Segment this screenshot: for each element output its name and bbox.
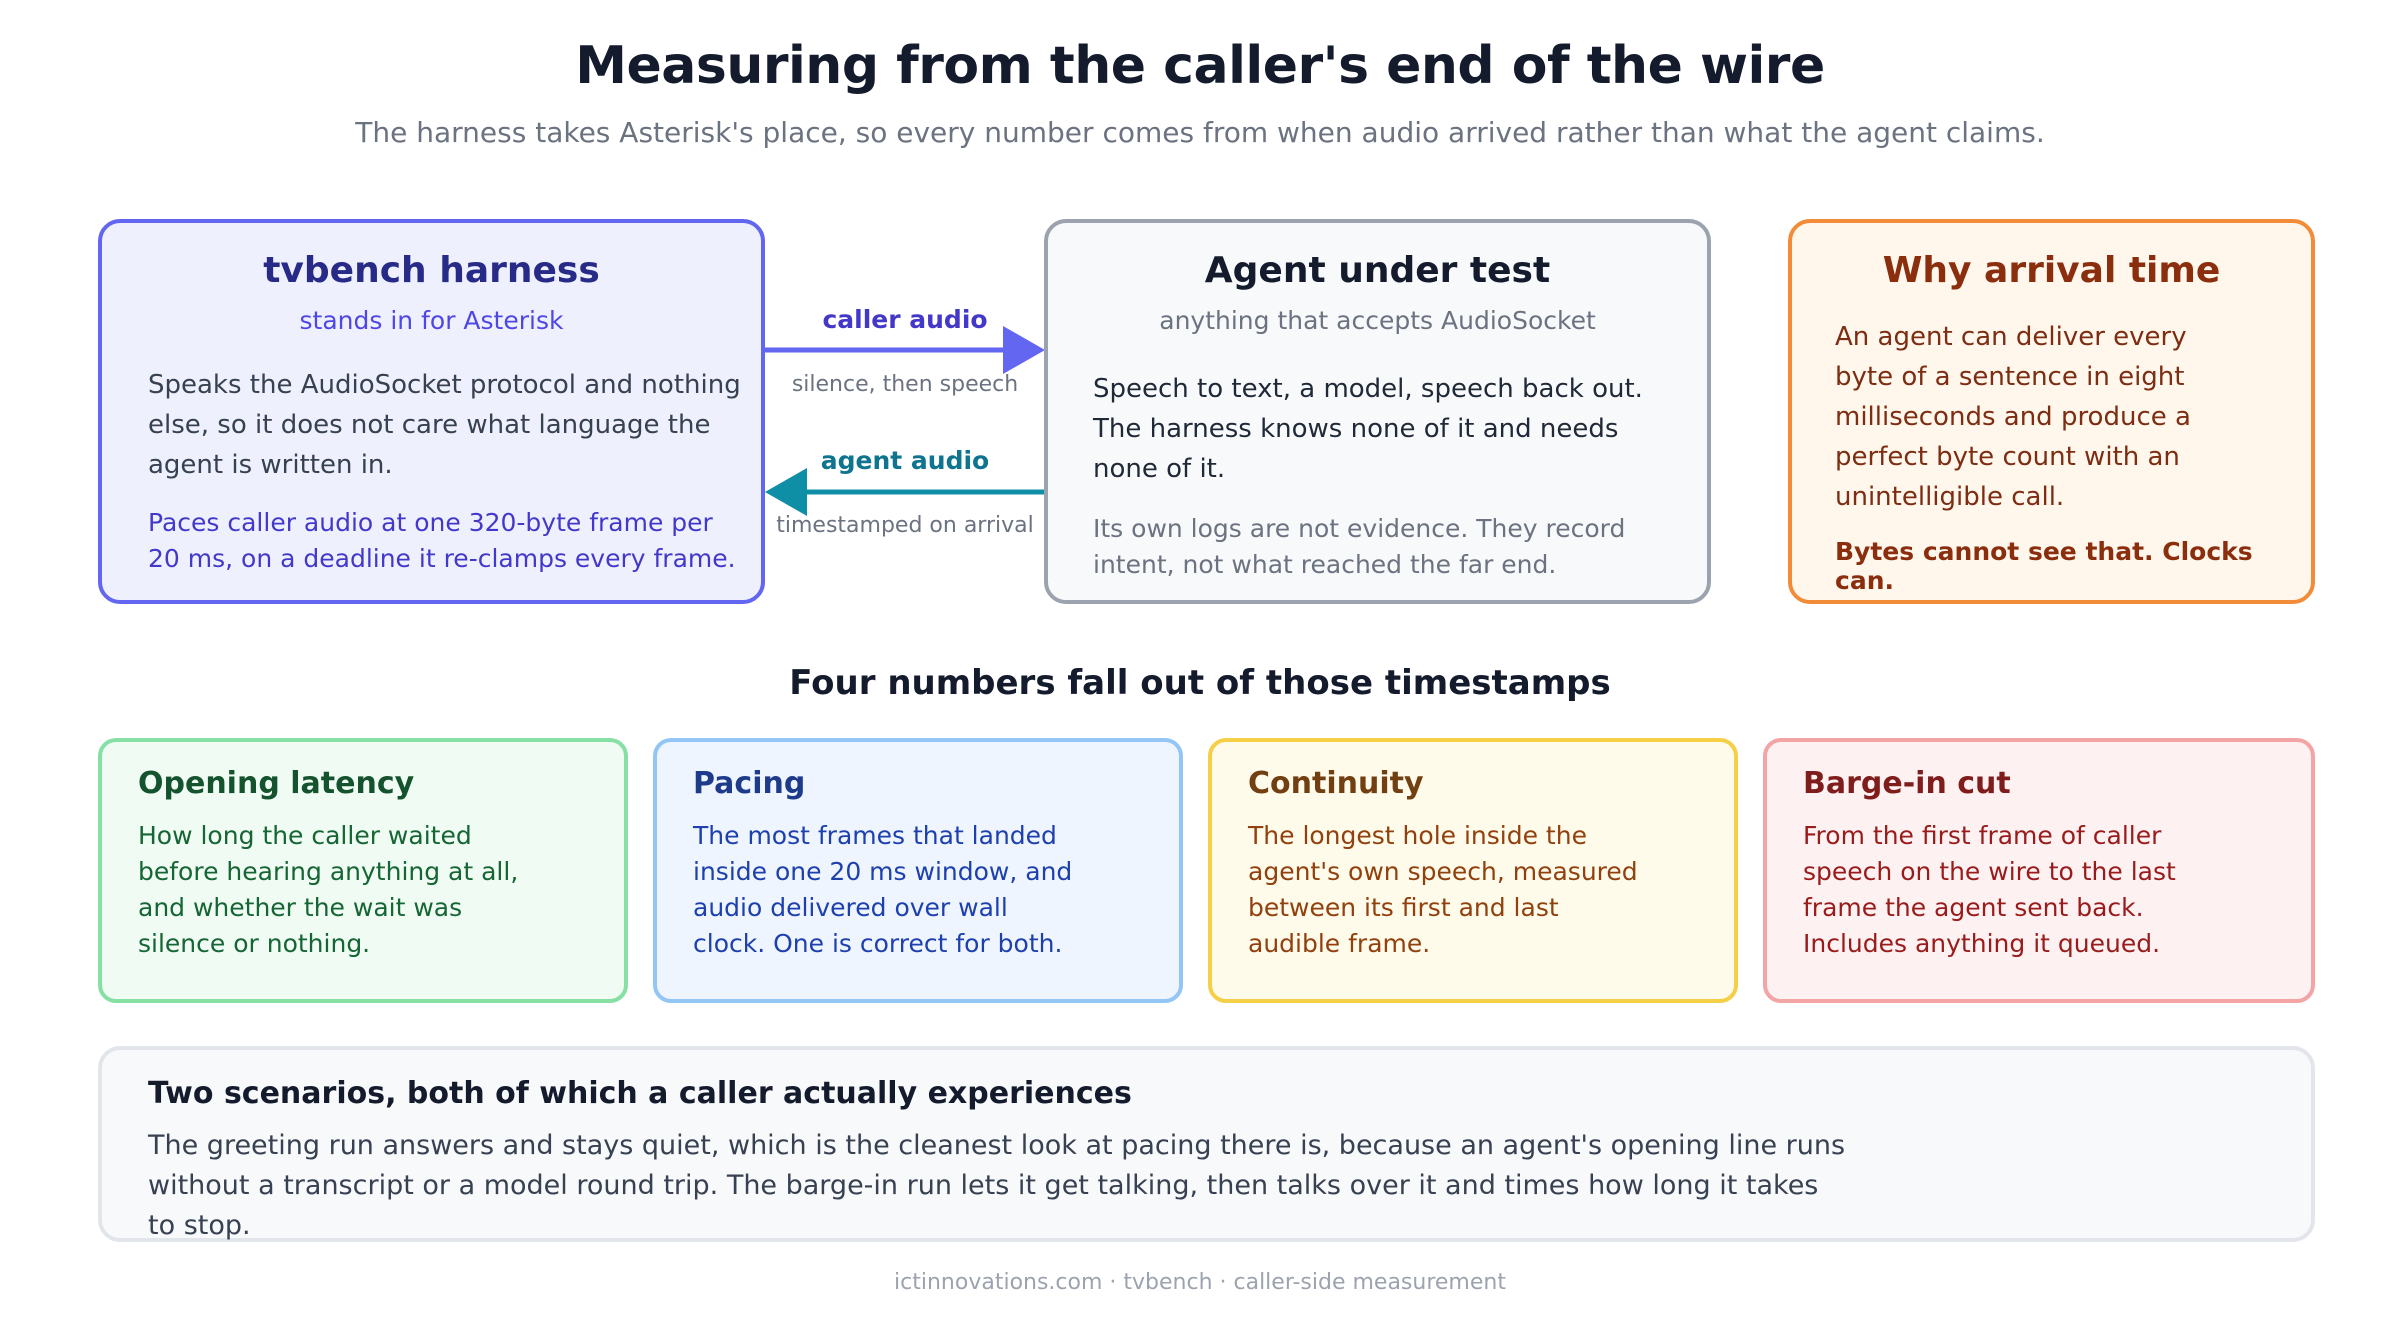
why-body: An agent can deliver every byte of a sen…	[1835, 317, 2295, 517]
why-body-line: perfect byte count with an	[1835, 442, 2180, 472]
caller-audio-arrowhead	[1003, 326, 1045, 374]
harness-body-line: else, so it does not care what language …	[148, 410, 711, 440]
metric-line: before hearing anything at all,	[138, 857, 519, 886]
metric-line: The longest hole inside the	[1248, 821, 1587, 850]
metric-body: How long the caller waited before hearin…	[138, 818, 608, 962]
metric-card-opening-latency: Opening latency How long the caller wait…	[98, 738, 628, 1003]
metric-body: The longest hole inside the agent's own …	[1248, 818, 1718, 962]
why-emphasis: Bytes cannot see that. Clocks can.	[1835, 537, 2253, 595]
metric-line: Includes anything it queued.	[1803, 929, 2161, 958]
page-title: Measuring from the caller's end of the w…	[575, 36, 1825, 96]
agent-body: Speech to text, a model, speech back out…	[1093, 369, 1693, 489]
metric-line: and whether the wait was	[138, 893, 463, 922]
scenario-box	[98, 1046, 2315, 1242]
agent-audio-sublabel: timestamped on arrival	[776, 513, 1034, 538]
harness-note-line: 20 ms, on a deadline it re-clamps every …	[148, 544, 736, 573]
metric-line: agent's own speech, measured	[1248, 857, 1638, 886]
agent-box	[1044, 219, 1711, 604]
footer: ictinnovations.com · tvbench · caller-si…	[894, 1270, 1506, 1295]
harness-box	[98, 219, 765, 604]
section-title: Four numbers fall out of those timestamp…	[789, 663, 1611, 703]
harness-note-line: Paces caller audio at one 320-byte frame…	[148, 508, 713, 537]
agent-subtitle: anything that accepts AudioSocket	[1159, 306, 1596, 335]
metric-line: inside one 20 ms window, and	[693, 857, 1073, 886]
metric-line: How long the caller waited	[138, 821, 472, 850]
metric-body: From the first frame of caller speech on…	[1803, 818, 2293, 962]
harness-body-line: agent is written in.	[148, 450, 393, 480]
metric-line: audible frame.	[1248, 929, 1431, 958]
agent-body-line: Speech to text, a model, speech back out…	[1093, 374, 1643, 404]
scenario-line: without a transcript or a model round tr…	[148, 1170, 1819, 1241]
agent-body-line: none of it.	[1093, 454, 1226, 484]
metric-line: audio delivered over wall	[693, 893, 1008, 922]
harness-body: Speaks the AudioSocket protocol and noth…	[148, 365, 748, 485]
metric-line: between its first and last	[1248, 893, 1559, 922]
metric-card-barge-in-cut: Barge-in cut From the first frame of cal…	[1763, 738, 2315, 1003]
why-body-line: unintelligible call.	[1835, 482, 2065, 512]
why-title: Why arrival time	[1882, 250, 2221, 291]
metric-line: frame the agent sent back.	[1803, 893, 2144, 922]
harness-title: tvbench harness	[263, 250, 600, 291]
metric-line: The most frames that landed	[693, 821, 1057, 850]
harness-body-line: Speaks the AudioSocket protocol and noth…	[148, 370, 741, 400]
scenario-line: The greeting run answers and stays quiet…	[148, 1130, 1846, 1161]
caller-audio-sublabel: silence, then speech	[791, 372, 1019, 397]
scenario-title: Two scenarios, both of which a caller ac…	[148, 1076, 1132, 1111]
metric-title: Pacing	[693, 766, 806, 801]
metric-title: Continuity	[1248, 766, 1424, 801]
harness-subtitle: stands in for Asterisk	[299, 306, 564, 335]
why-body-line: milliseconds and produce a	[1835, 402, 2191, 432]
why-body-line: An agent can deliver every	[1835, 322, 2187, 352]
harness-note: Paces caller audio at one 320-byte frame…	[148, 505, 748, 577]
metric-line: clock. One is correct for both.	[693, 929, 1063, 958]
page-subtitle: The harness takes Asterisk's place, so e…	[355, 116, 2045, 149]
why-body-line: byte of a sentence in eight	[1835, 362, 2185, 392]
metric-line: From the first frame of caller	[1803, 821, 2162, 850]
metric-title: Opening latency	[138, 766, 415, 801]
agent-note: Its own logs are not evidence. They reco…	[1093, 511, 1693, 583]
agent-note-line: Its own logs are not evidence. They reco…	[1093, 514, 1626, 543]
metric-body: The most frames that landed inside one 2…	[693, 818, 1163, 962]
why-box	[1788, 219, 2315, 604]
agent-body-line: The harness knows none of it and needs	[1093, 414, 1619, 444]
metric-title: Barge-in cut	[1803, 766, 2011, 801]
metric-line: speech on the wire to the last	[1803, 857, 2176, 886]
metric-line: silence or nothing.	[138, 929, 371, 958]
metric-card-pacing: Pacing The most frames that landed insid…	[653, 738, 1183, 1003]
agent-note-line: intent, not what reached the far end.	[1093, 550, 1557, 579]
agent-title: Agent under test	[1204, 250, 1551, 291]
caller-audio-label: caller audio	[822, 305, 988, 334]
metric-card-continuity: Continuity The longest hole inside the a…	[1208, 738, 1738, 1003]
scenario-body: The greeting run answers and stays quiet…	[148, 1126, 1848, 1246]
audio-arrows	[765, 326, 1045, 516]
agent-audio-arrowhead	[765, 468, 807, 516]
agent-audio-label: agent audio	[820, 446, 990, 475]
